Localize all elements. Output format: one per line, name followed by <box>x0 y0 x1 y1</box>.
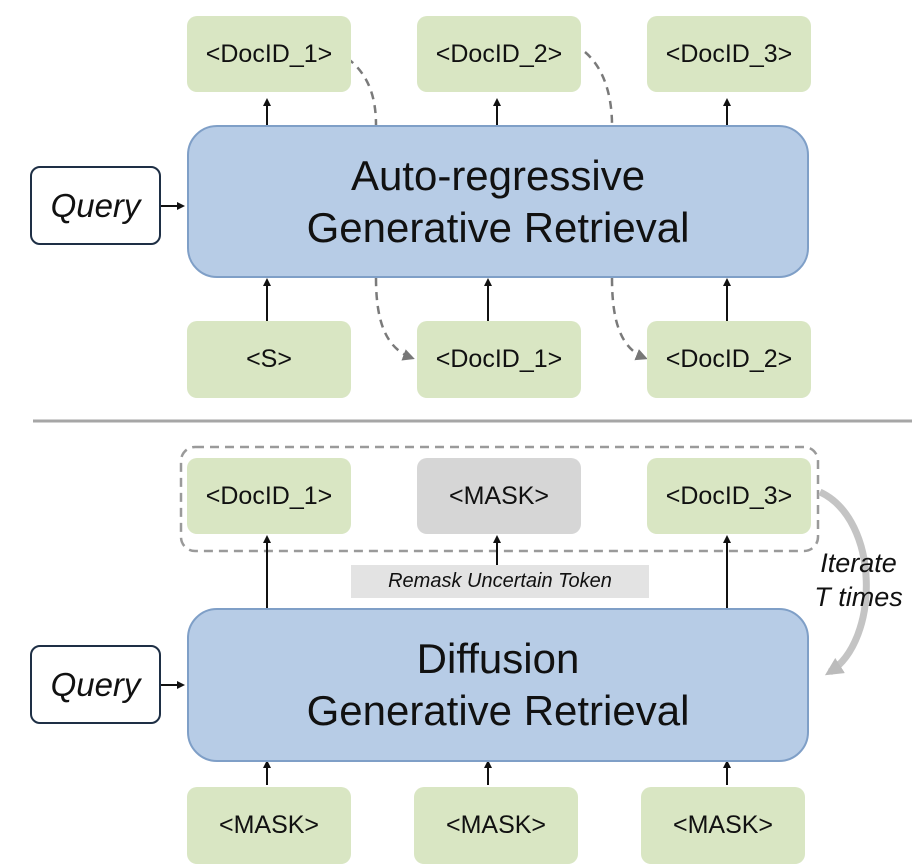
input-token-1: <MASK> <box>187 787 351 864</box>
iterate-label: Iterate T times <box>800 546 917 614</box>
iterate-line1: Iterate <box>820 548 897 578</box>
output-token-3: <DocID_3> <box>647 16 811 92</box>
output-token-3: <DocID_3> <box>647 458 811 534</box>
model-title-line2: Generative Retrieval <box>306 203 690 251</box>
input-token-1: <S> <box>187 321 351 398</box>
input-token-3: <DocID_2> <box>647 321 811 398</box>
query-box: Query <box>30 645 161 724</box>
feedback-dashed-1b <box>374 277 415 361</box>
feedback-dashed-2 <box>584 51 614 126</box>
autoregressive-model-box: Auto-regressive Generative Retrieval <box>187 125 809 278</box>
query-box: Query <box>30 166 161 245</box>
diffusion-model-box: Diffusion Generative Retrieval <box>187 608 809 762</box>
model-title-line1: Diffusion <box>416 635 580 682</box>
iterate-arrow <box>818 488 870 676</box>
feedback-dashed-2b <box>610 277 648 361</box>
output-token-1: <DocID_1> <box>187 458 351 534</box>
input-token-2: <DocID_1> <box>417 321 581 398</box>
output-token-2-mask: <MASK> <box>417 458 581 534</box>
output-token-1: <DocID_1> <box>187 16 351 92</box>
iterate-line2: T times <box>814 582 903 612</box>
remask-label: Remask Uncertain Token <box>351 565 649 598</box>
input-token-3: <MASK> <box>641 787 805 864</box>
model-title-line1: Auto-regressive <box>350 151 646 199</box>
output-group-box <box>179 445 820 553</box>
model-title-line2: Generative Retrieval <box>306 687 690 734</box>
input-token-2: <MASK> <box>414 787 578 864</box>
feedback-dashed-1 <box>346 56 378 126</box>
output-token-2: <DocID_2> <box>417 16 581 92</box>
